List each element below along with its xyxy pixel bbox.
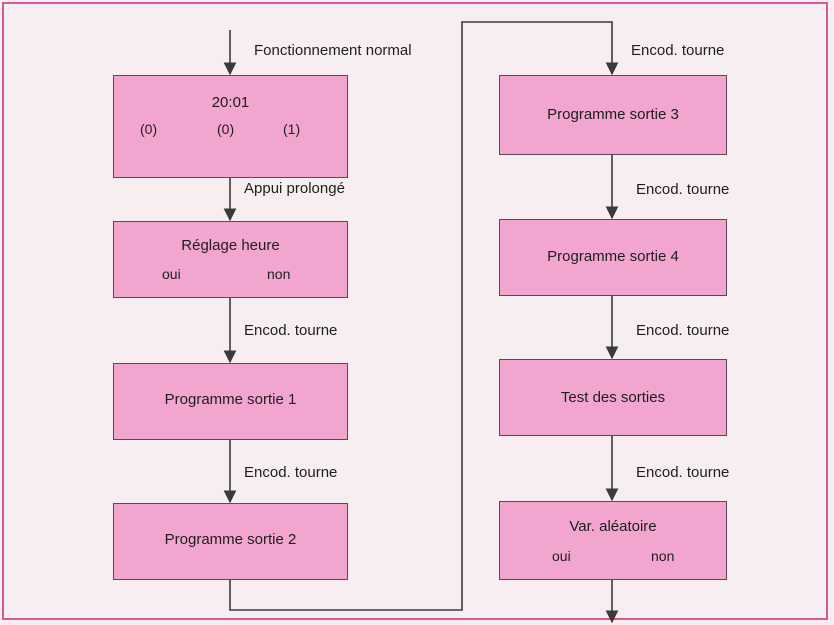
var-aleatoire-option-non: non [651, 548, 675, 564]
clock-value-1: (0) [140, 121, 158, 137]
reglage-title: Réglage heure [181, 237, 280, 254]
programme-sortie-3-title: Programme sortie 3 [547, 106, 679, 123]
clock-value-3: (1) [283, 121, 301, 137]
box-var-aleatoire: Var. aléatoire oui non [499, 501, 727, 580]
label-encod-tourne-right-3: Encod. tourne [636, 464, 730, 481]
clock-time: 20:01 [211, 94, 250, 111]
label-encod-tourne-right-1: Encod. tourne [636, 181, 730, 198]
clock-value-2: (0) [217, 121, 235, 137]
label-fonctionnement-normal: Fonctionnement normal [254, 42, 412, 59]
label-encod-tourne-right-start: Encod. tourne [631, 42, 725, 59]
box-reglage-heure: Réglage heure oui non [113, 221, 348, 298]
programme-sortie-4-title: Programme sortie 4 [547, 248, 679, 265]
box-programme-sortie-4: Programme sortie 4 [499, 219, 727, 296]
var-aleatoire-option-oui: oui [552, 548, 571, 564]
reglage-option-oui: oui [162, 266, 181, 282]
test-des-sorties-title: Test des sorties [560, 389, 666, 406]
box-programme-sortie-3: Programme sortie 3 [499, 75, 727, 155]
box-programme-sortie-1: Programme sortie 1 [113, 363, 348, 440]
box-test-des-sorties: Test des sorties [499, 359, 727, 436]
programme-sortie-1-title: Programme sortie 1 [164, 391, 297, 408]
label-appui-prolonge: Appui prolongé [244, 180, 345, 197]
label-encod-tourne-left-1: Encod. tourne [244, 322, 338, 339]
var-aleatoire-title: Var. aléatoire [569, 518, 657, 535]
connector-left-to-right [229, 21, 619, 611]
box-programme-sortie-2: Programme sortie 2 [113, 503, 348, 580]
box-clock-display: 20:01 (0) (0) (1) [113, 75, 348, 178]
label-encod-tourne-left-2: Encod. tourne [244, 464, 338, 481]
figure-frame [2, 2, 828, 620]
reglage-option-non: non [267, 266, 291, 282]
label-encod-tourne-right-2: Encod. tourne [636, 322, 730, 339]
programme-sortie-2-title: Programme sortie 2 [164, 531, 297, 548]
